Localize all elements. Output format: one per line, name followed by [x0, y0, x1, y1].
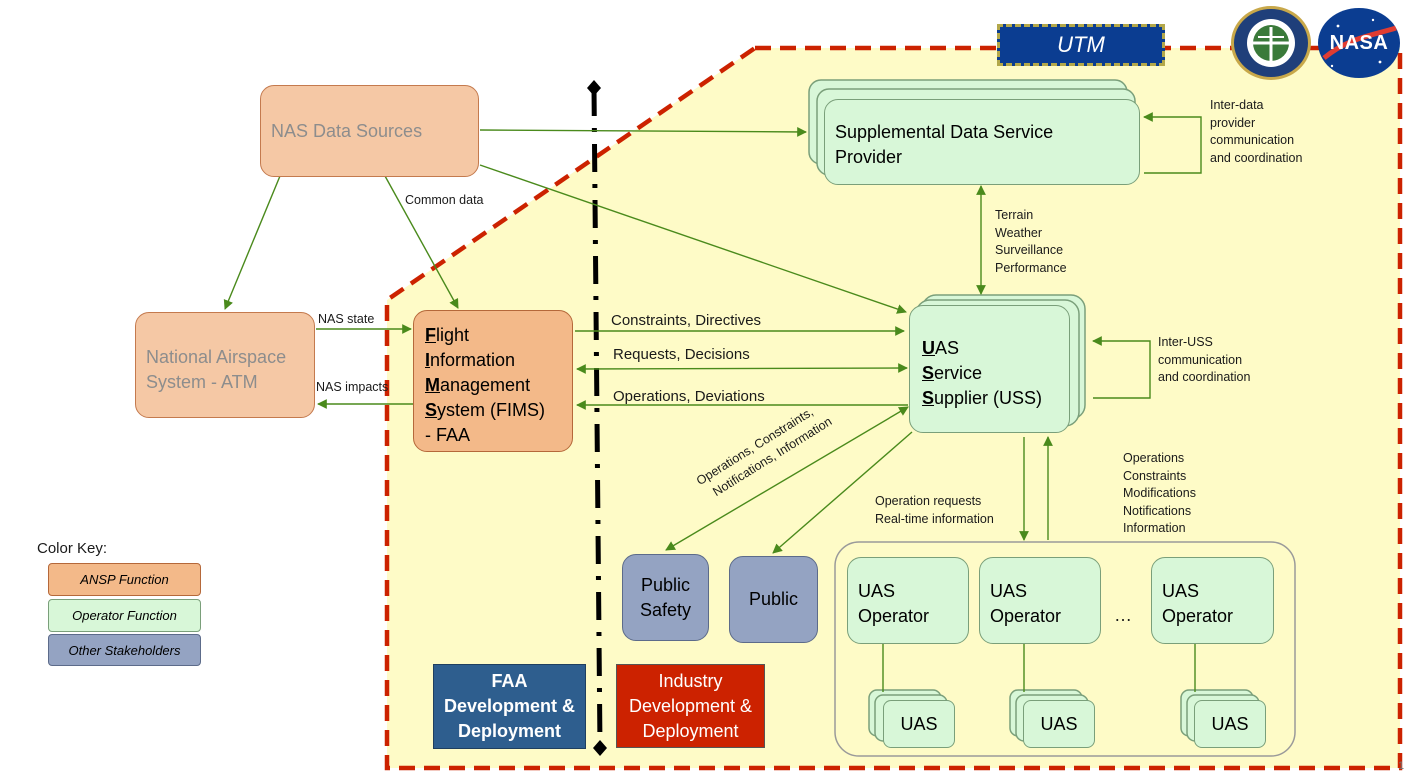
public-safety-label-line1: Public — [640, 574, 691, 595]
arrow-common-data — [384, 175, 459, 309]
color-key-operator-label: Operator Function — [72, 608, 177, 623]
color-key-ansp-label: ANSP Function — [80, 572, 169, 587]
faa-logo — [1231, 6, 1311, 80]
fims-line-5: - FAA — [425, 425, 471, 445]
label-nas-state: NAS state — [318, 312, 375, 326]
faa-seal-mark — [1247, 19, 1295, 67]
public-safety-label-line2: Safety — [639, 599, 692, 620]
utm-badge-label: UTM — [1057, 32, 1105, 57]
faa-dev-line1: FAA — [491, 671, 528, 691]
label-common-data: Common data — [405, 193, 484, 207]
fims-line-1: Flight — [425, 325, 470, 345]
uas-3-label: UAS — [1211, 713, 1249, 734]
faa-dev-line3: Deployment — [457, 721, 562, 741]
arrow-nasdata-to-uss — [479, 164, 907, 314]
fims-line-4: System (FIMS) — [425, 400, 546, 420]
industry-dev-line1: Industry — [658, 670, 723, 691]
operators-ellipsis: … — [1114, 605, 1132, 625]
label-op-requests-block: Operation requests Real-time information — [875, 494, 994, 526]
fims-line-3: Management — [425, 375, 531, 395]
industry-dev-deploy-box: Industry Development & Deployment — [616, 664, 765, 748]
faa-dev-deploy-box: FAA Development & Deployment — [433, 664, 586, 749]
arrow-inter-data-loop — [1143, 112, 1202, 174]
divider-top-diamond — [587, 80, 601, 96]
uas-node-1: UAS — [883, 700, 955, 748]
uas-node-3: UAS — [1194, 700, 1266, 748]
uas-operator-1-line1: UAS — [858, 581, 896, 601]
uas-operator-1-line2: Operator — [858, 606, 930, 626]
label-nas-impacts: NAS impacts — [316, 380, 389, 394]
sdsp-label-line2: Provider — [835, 147, 903, 167]
uas-operator-node-1: UAS Operator — [847, 557, 969, 644]
color-key-ansp: ANSP Function — [48, 563, 201, 596]
label-constraints-directives: Constraints, Directives — [611, 312, 762, 329]
uas-operator-3-line2: Operator — [1162, 606, 1234, 626]
uss-line-2: Service — [922, 363, 983, 383]
national-airspace-label-line1: National Airspace — [146, 347, 287, 367]
arrow-nasdata-to-sdsp — [479, 127, 807, 137]
page-number: 1 — [1398, 760, 1405, 772]
nasa-logo-text: NASA — [1329, 31, 1389, 54]
national-airspace-label-line2: System - ATM — [146, 372, 258, 392]
color-key-other: Other Stakeholders — [48, 634, 201, 666]
public-label: Public — [748, 589, 799, 609]
sdsp-node: Supplemental Data Service Provider — [824, 99, 1140, 185]
uas-operator-2-line2: Operator — [990, 606, 1062, 626]
uas-operator-node-3: UAS Operator — [1151, 557, 1274, 644]
divider-bottom-diamond — [593, 740, 607, 756]
color-key-other-label: Other Stakeholders — [68, 642, 181, 658]
uas-operators-group — [834, 541, 1296, 757]
public-node: Public — [729, 556, 818, 643]
nasa-swoosh — [1322, 18, 1397, 68]
uas-1-label: UAS — [900, 713, 938, 734]
industry-dev-line3: Deployment — [642, 720, 739, 741]
label-operations-deviations: Operations, Deviations — [613, 388, 765, 405]
industry-dev-line2: Development & — [628, 695, 753, 716]
utm-badge: UTM — [997, 24, 1165, 66]
color-key-title: Color Key: — [37, 540, 108, 557]
uas-2-label: UAS — [1040, 713, 1078, 734]
uas-operator-2-line1: UAS — [990, 581, 1028, 601]
nasa-logo: NASA — [1318, 8, 1400, 78]
uas-node-2: UAS — [1023, 700, 1095, 748]
label-inter-data-block: Inter-data provider communication and co… — [1210, 98, 1303, 165]
arrow-uss-public-safety — [665, 406, 909, 551]
sdsp-label-line1: Supplemental Data Service — [835, 122, 1054, 142]
fims-node: Flight Information Management System (FI… — [413, 310, 573, 452]
arrow-nasdata-to-nas-atm — [223, 175, 281, 310]
arrow-requests-decisions — [576, 363, 908, 374]
nas-data-sources-label: NAS Data Sources — [271, 120, 423, 141]
uas-operator-3-line1: UAS — [1162, 581, 1200, 601]
uss-line-3: Supplier (USS) — [922, 388, 1043, 408]
uss-node: UAS Service Supplier (USS) — [909, 305, 1070, 433]
label-ops-block: Operations Constraints Modifications Not… — [1123, 451, 1196, 535]
uss-line-1: UAS — [922, 338, 960, 358]
national-airspace-node: National Airspace System - ATM — [135, 312, 315, 418]
color-key-operator: Operator Function — [48, 599, 201, 632]
arrow-inter-uss-loop — [1092, 336, 1151, 399]
fims-line-2: Information — [425, 350, 516, 370]
arrow-uss-public — [772, 431, 913, 554]
label-terrain-block: Terrain Weather Surveillance Performance — [995, 208, 1067, 275]
public-safety-node: Public Safety — [622, 554, 709, 641]
uas-operator-node-2: UAS Operator — [979, 557, 1101, 644]
label-inter-uss-block: Inter-USS communication and coordination — [1158, 335, 1251, 384]
faa-dev-line2: Development & — [443, 696, 576, 716]
label-requests-decisions: Requests, Decisions — [613, 346, 750, 363]
nas-data-sources-node: NAS Data Sources — [260, 85, 479, 177]
